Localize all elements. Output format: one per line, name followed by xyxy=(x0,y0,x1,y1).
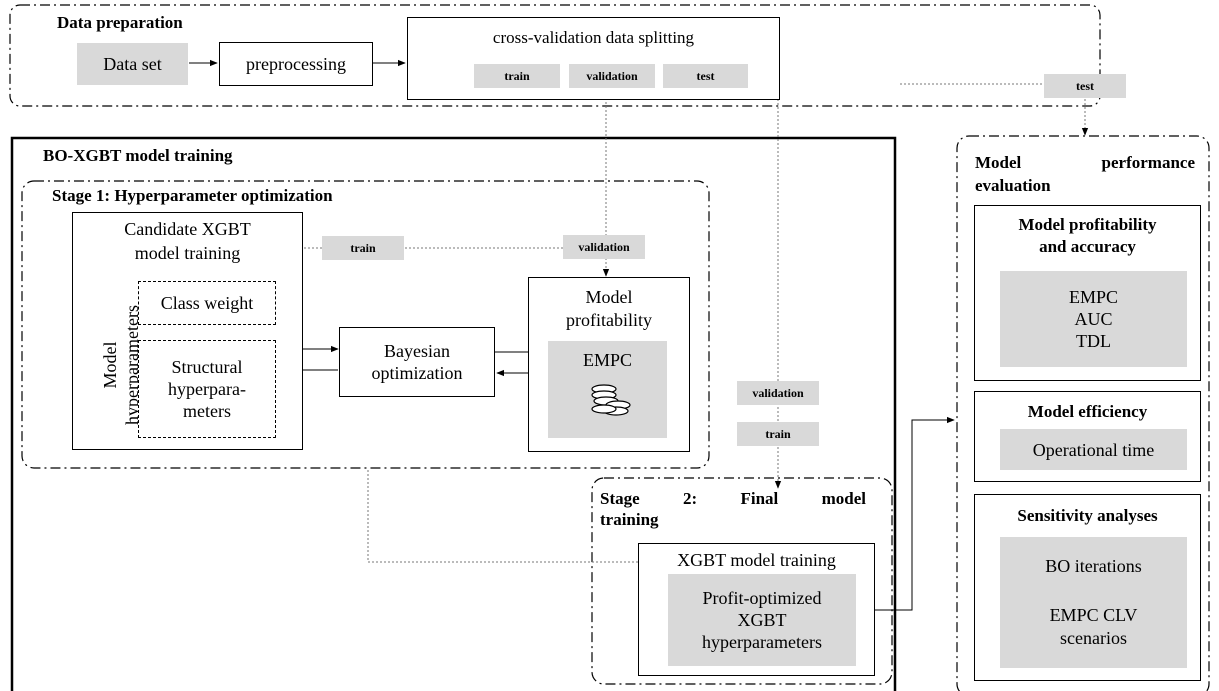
metrics-panel: EMPC AUC TDL xyxy=(1000,271,1187,367)
coins-icon xyxy=(591,384,631,416)
bayesian-line1: Bayesian xyxy=(384,341,450,361)
stage2-train-tag: train xyxy=(737,422,819,446)
model-hyperparameters-label: Model hyperparameters xyxy=(85,280,142,450)
empc-clv-line1: EMPC CLV xyxy=(1049,605,1138,625)
model-profitability-box: Model profitability EMPC xyxy=(528,277,690,452)
profit-optimized-line3: hyperparameters xyxy=(702,632,822,652)
bo-xgbt-frame xyxy=(10,136,897,691)
stage2-title-w1: Stage xyxy=(600,489,640,508)
stage2-title-w2: 2: xyxy=(682,489,698,508)
structural-line3: meters xyxy=(183,401,231,421)
data-prep-title: Data preparation xyxy=(57,13,183,32)
sensitivity-panel: BO iterations EMPC CLV scenarios xyxy=(1000,537,1187,668)
bo-iterations-label: BO iterations xyxy=(1045,556,1142,576)
test-flow-tag: test xyxy=(1044,74,1126,98)
stage1-border xyxy=(21,180,710,469)
profit-optimized-panel: Profit-optimized XGBT hyperparameters xyxy=(668,574,856,666)
stage2-title: Stage 2: Final model training xyxy=(600,488,866,530)
empc-clv-line2: scenarios xyxy=(1060,628,1127,648)
bo-xgbt-title: BO-XGBT model training xyxy=(43,146,233,165)
evaluation-title: Model performance evaluation xyxy=(975,151,1195,197)
cv-split-label: cross-validation data splitting xyxy=(492,28,695,47)
class-weight-box: Class weight xyxy=(138,281,276,325)
profitability-line1: Model xyxy=(585,287,633,307)
structural-hp-box: Structural hyperpara- meters xyxy=(138,340,276,438)
bayesian-line2: optimization xyxy=(371,363,463,383)
profitability-accuracy-title: Model profitability and accuracy xyxy=(975,214,1200,258)
split-train-tag: train xyxy=(474,64,560,88)
metric-tdl: TDL xyxy=(1076,331,1111,351)
profitability-accuracy-line2: and accuracy xyxy=(1039,237,1136,256)
model-efficiency-title: Model efficiency xyxy=(1027,402,1148,421)
operational-time-panel: Operational time xyxy=(1000,429,1187,470)
profit-optimized-line1: Profit-optimized xyxy=(702,588,822,608)
model-efficiency-box: Model efficiency Operational time xyxy=(974,391,1201,482)
stage2-title-w4: model xyxy=(821,489,866,508)
stage1-validation-tag: validation xyxy=(563,235,645,259)
metric-empc: EMPC xyxy=(1068,287,1119,307)
split-test-tag: test xyxy=(663,64,748,88)
stage2-title-line2: training xyxy=(600,510,659,529)
xgbt-training-label: XGBT model training xyxy=(677,550,836,570)
stage1-train-tag: train xyxy=(322,236,404,260)
sensitivity-analyses-box: Sensitivity analyses BO iterations EMPC … xyxy=(974,494,1201,681)
stage2-border xyxy=(591,477,893,685)
stage2-title-w3: Final xyxy=(740,489,779,508)
sensitivity-analyses-title: Sensitivity analyses xyxy=(1017,506,1158,525)
profitability-accuracy-box: Model profitability and accuracy EMPC AU… xyxy=(974,205,1201,381)
profitability-accuracy-line1: Model profitability xyxy=(1018,215,1157,234)
split-validation-tag: validation xyxy=(569,64,655,88)
cv-split-box: cross-validation data splitting train va… xyxy=(407,17,780,100)
empc-label: EMPC xyxy=(582,350,633,370)
preprocessing-box: preprocessing xyxy=(219,42,373,86)
stage2-validation-tag: validation xyxy=(737,381,819,405)
evaluation-title-line2: evaluation xyxy=(975,176,1051,195)
profit-optimized-line2: XGBT xyxy=(737,610,787,630)
dataset-box: Data set xyxy=(77,43,188,85)
candidate-label-line2: model training xyxy=(134,243,241,263)
evaluation-border xyxy=(956,135,1210,691)
candidate-label-line1: Candidate XGBT xyxy=(124,219,251,239)
structural-line1: Structural xyxy=(171,357,243,377)
stage1-title: Stage 1: Hyperparameter optimization xyxy=(52,186,333,205)
metric-auc: AUC xyxy=(1074,309,1113,329)
empc-panel: EMPC xyxy=(548,341,667,438)
evaluation-title-w2: performance xyxy=(1101,153,1195,172)
evaluation-title-w1: Model xyxy=(975,153,1022,172)
data-prep-border xyxy=(9,4,1101,107)
structural-line2: hyperpara- xyxy=(168,379,246,399)
model-hp-line1: Model xyxy=(100,341,120,389)
bayesian-optimization-box: Bayesian optimization xyxy=(339,327,495,397)
profitability-line2: profitability xyxy=(566,310,652,330)
xgbt-training-box: XGBT model training Profit-optimized XGB… xyxy=(638,543,875,676)
